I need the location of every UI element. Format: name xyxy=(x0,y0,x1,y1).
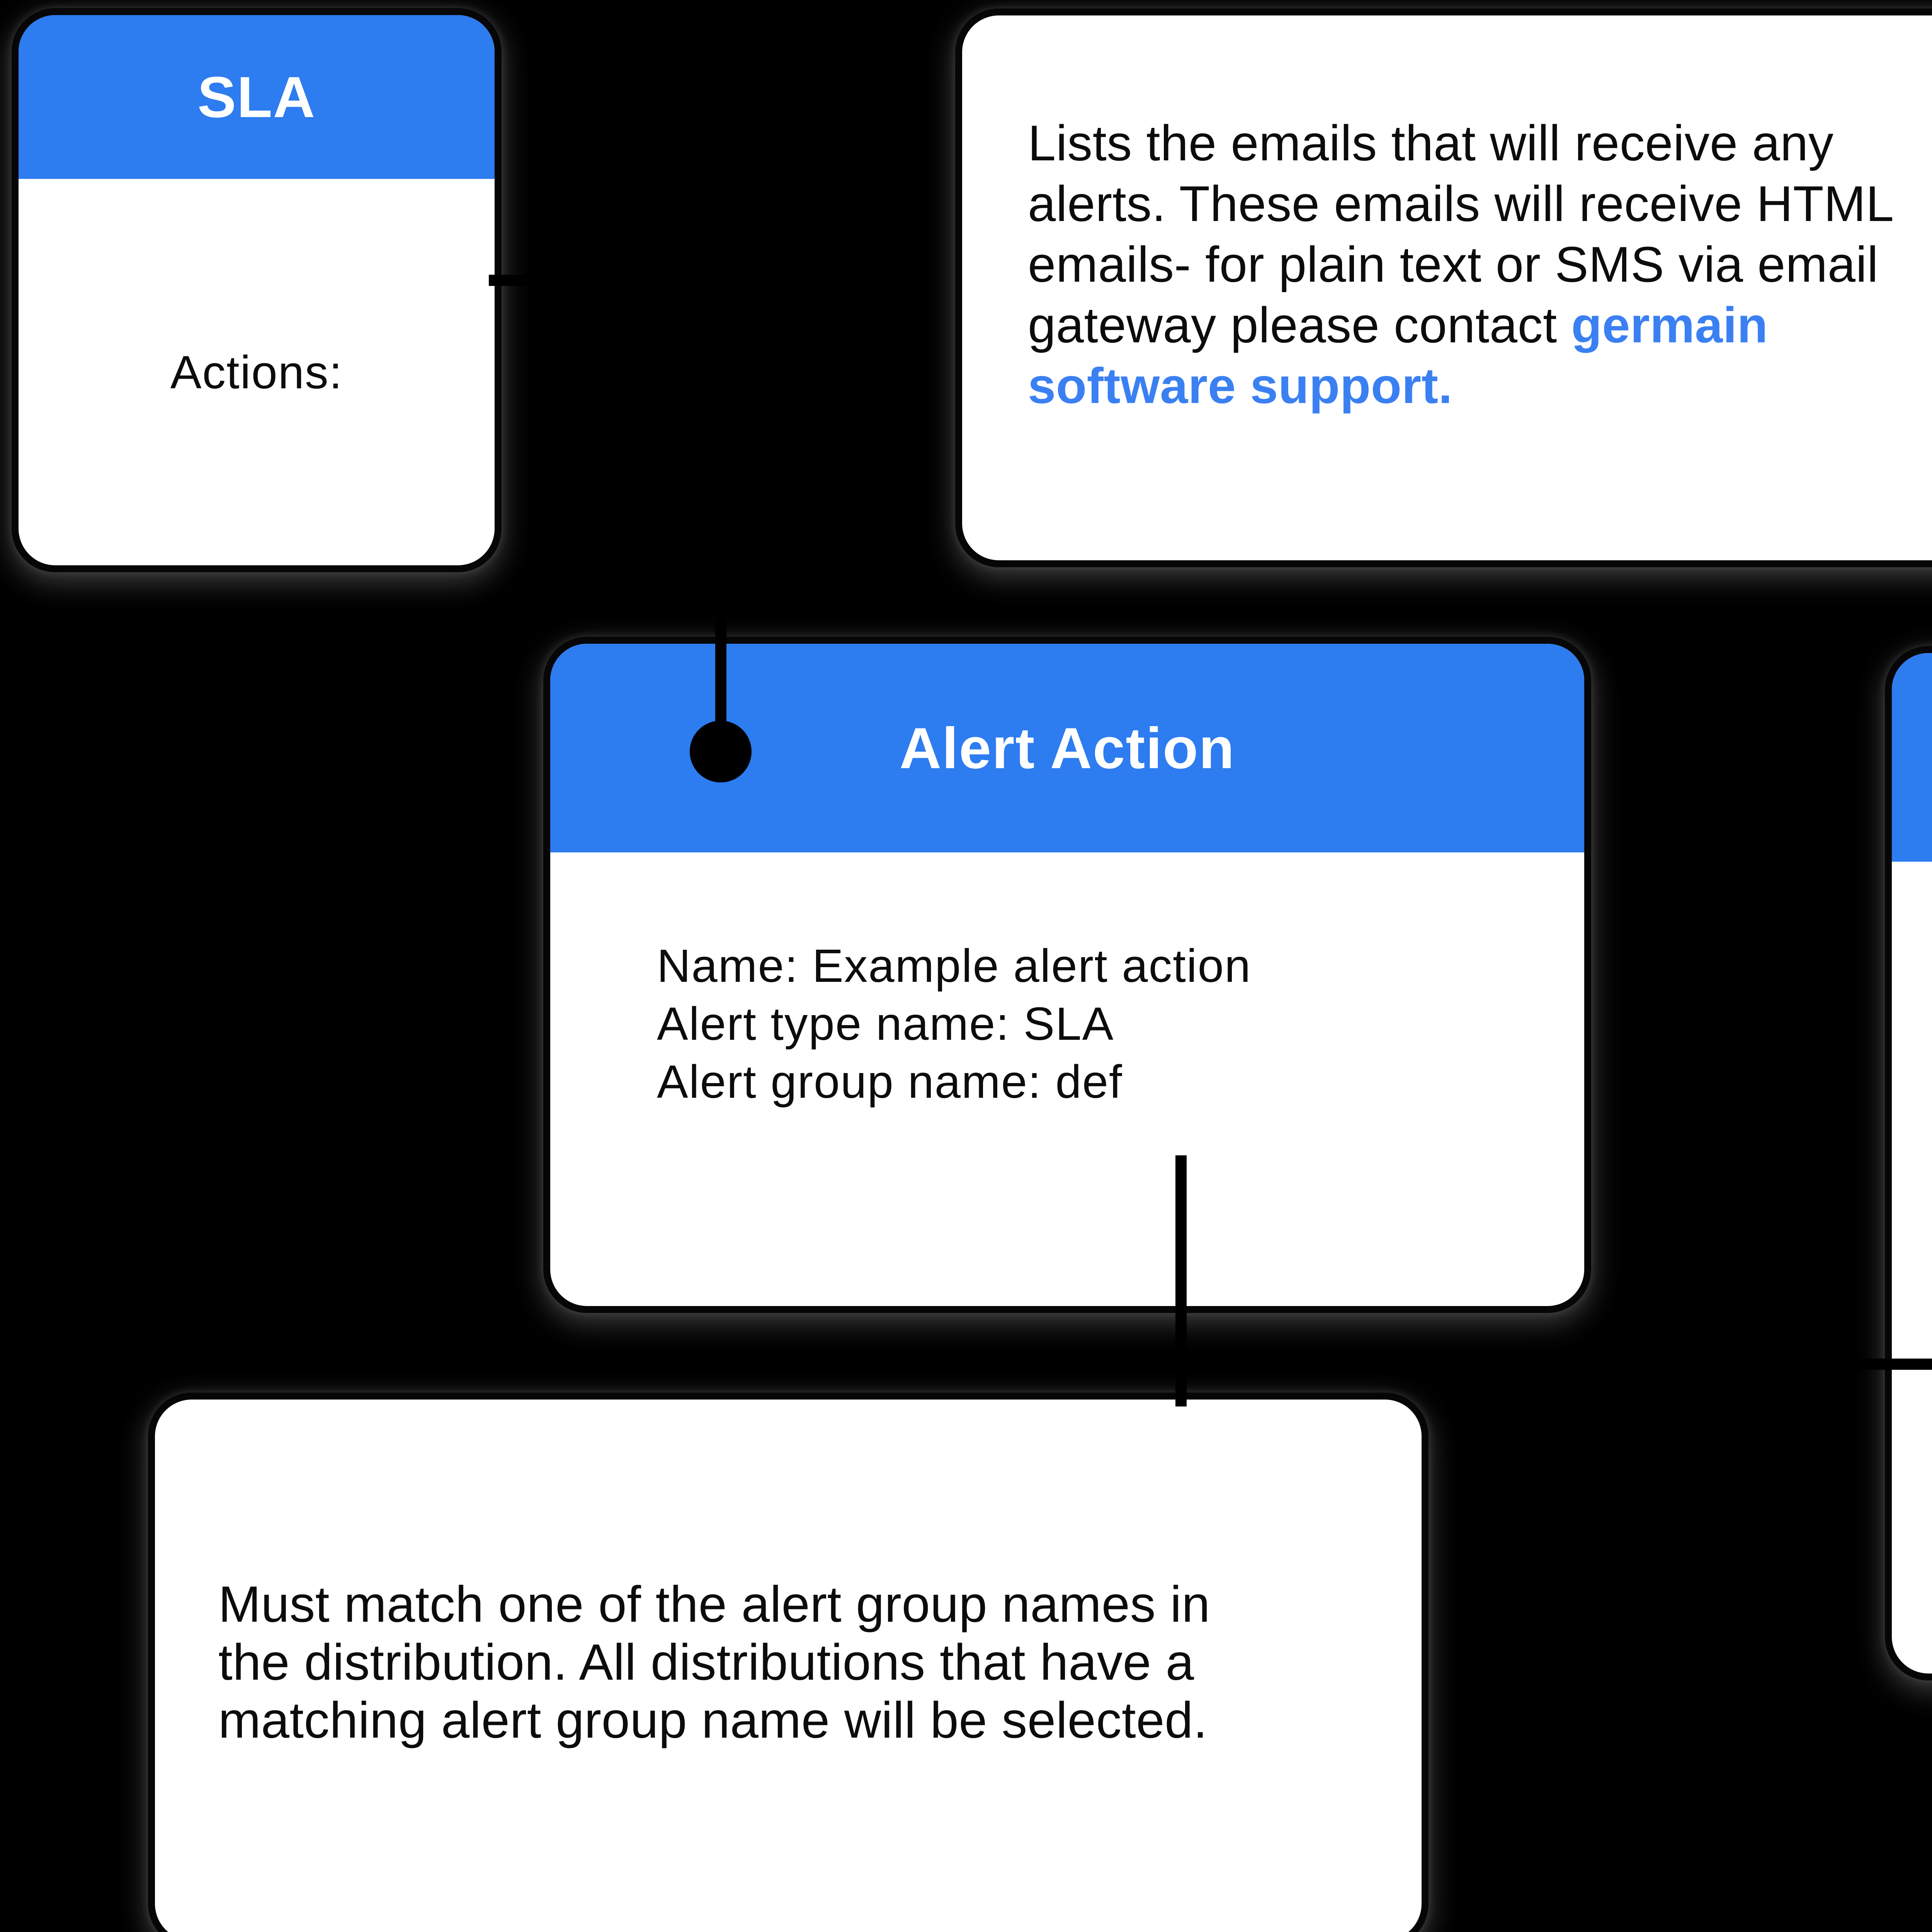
note-line: software support. xyxy=(1028,355,1932,416)
connector-line-sla-to-alert-action-horizontal xyxy=(489,275,726,286)
note-line: gateway please contact germain xyxy=(1028,295,1932,355)
alert-action-name-line: Name: Example alert action xyxy=(657,939,1252,992)
connector-line-distribution-horizontal xyxy=(1175,1359,1932,1370)
sla-actions-label: Actions: xyxy=(170,346,343,398)
note-line: matching alert group name will be select… xyxy=(218,1692,1208,1748)
note-card-must-match: Must match one of the alert group names … xyxy=(155,1400,1422,1932)
note-line-text: gateway please contact xyxy=(1028,297,1571,353)
connector-line-alert-action-vertical xyxy=(715,275,726,752)
note-line: Must match one of the alert group names … xyxy=(218,1576,1211,1633)
note-line: Lists the emails that will receive any xyxy=(1028,115,1834,171)
alert-action-type-line: Alert type name: SLA xyxy=(657,997,1114,1050)
distribution-card: Distribution Name: Example distribution … xyxy=(1892,653,1932,1673)
note-card-emails-text: Lists the emails that will receive any a… xyxy=(1028,113,1932,416)
note-line: emails- for plain text or SMS via email xyxy=(1028,236,1879,293)
note-line: the distribution. All distributions that… xyxy=(218,1634,1194,1690)
note-line: alerts. These emails will receive HTML xyxy=(1028,175,1894,232)
sla-card: SLA Actions: xyxy=(19,15,495,565)
sla-card-header: SLA xyxy=(19,15,495,179)
connector-dot-alert-action xyxy=(690,721,752,782)
alert-action-card-body: Name: Example alert action Alert type na… xyxy=(657,937,1251,1111)
alert-action-card-title: Alert Action xyxy=(899,715,1235,781)
sla-card-body: Actions: xyxy=(19,179,495,565)
alert-action-group-line: Alert group name: def xyxy=(657,1055,1123,1108)
note-card-emails: Lists the emails that will receive any a… xyxy=(962,15,1932,560)
distribution-card-header: Distribution xyxy=(1892,653,1932,862)
germain-support-link[interactable]: software support. xyxy=(1028,357,1453,414)
note-card-must-match-text: Must match one of the alert group names … xyxy=(218,1575,1383,1749)
sla-card-title: SLA xyxy=(197,64,316,129)
germain-support-link[interactable]: germain xyxy=(1571,297,1768,353)
